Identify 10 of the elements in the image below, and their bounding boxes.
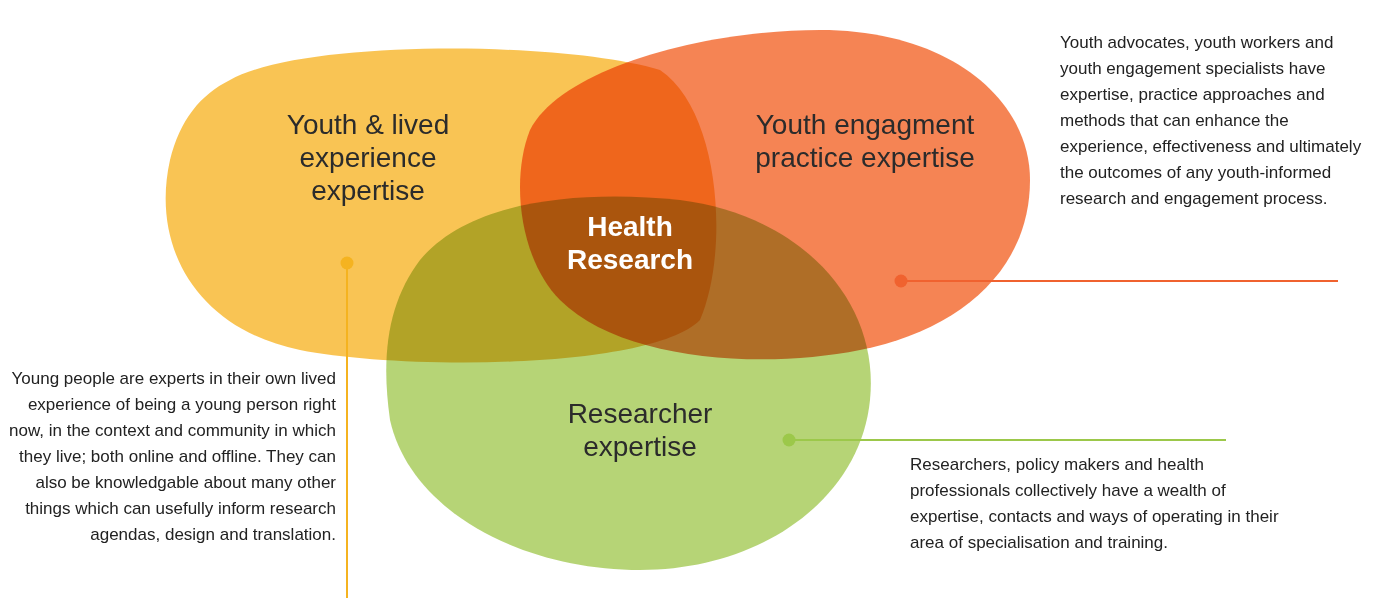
circle-label: Researcher expertise	[566, 397, 714, 463]
description-text: Researchers, policy makers and health professionals collectively have a wealth of expertise, contacts and ways of operating in their area of specialisation and training.	[910, 454, 1280, 554]
circle-label: Youth & lived experience expertise	[285, 108, 451, 207]
description-text: Youth advocates, youth workers and youth engagement specialists have expertise, practice approaches and methods that can enhance the experience, effectiveness and ultimately the outcomes of any youth-informed research and engagement process.	[1060, 32, 1363, 210]
center-label: Health Research	[565, 210, 695, 276]
circle-label: Youth engagment practice expertise	[754, 108, 976, 174]
leader-line	[894, 274, 1339, 288]
leader-line	[782, 433, 1227, 447]
description-text: Young people are experts in their own lived experience of being a young person right now, in the context and community in which they live; both online and offline. They can also be knowledgable about many other things which can usefully inform research agendas, design and translation.	[8, 368, 336, 546]
leader-line	[340, 256, 354, 599]
